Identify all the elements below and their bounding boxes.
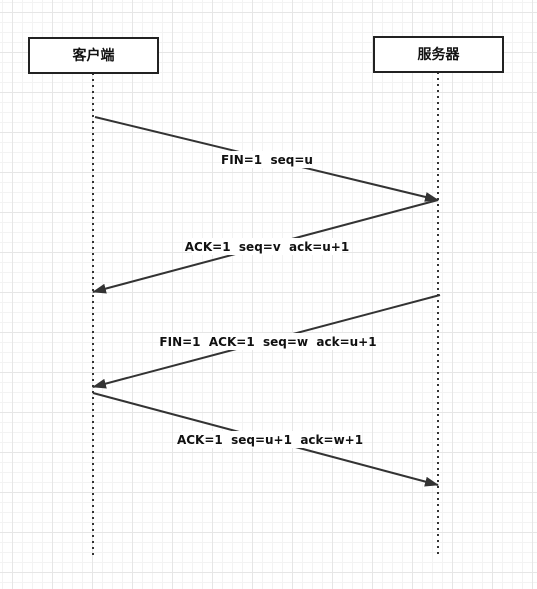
- message-ack: ACK=1 seq=v ack=u+1: [92, 199, 439, 294]
- message-fin-ack-label-bg: [170, 333, 366, 350]
- message-ack-label-bg: [192, 238, 342, 255]
- message-fin-label: FIN=1 seq=u: [221, 153, 313, 167]
- message-ack-label: ACK=1 seq=v ack=u+1: [185, 240, 349, 254]
- client-actor-box: [28, 37, 159, 74]
- message-fin-ack-label: FIN=1 ACK=1 seq=w ack=u+1: [159, 335, 376, 349]
- client-actor-label: 客户端: [72, 47, 115, 64]
- message-fin: FIN=1 seq=u: [94, 116, 439, 202]
- message-fin-ack: FIN=1 ACK=1 seq=w ack=u+1: [92, 294, 441, 389]
- message-final-ack-label-bg: [181, 431, 359, 448]
- message-fin-label-bg: [222, 151, 312, 168]
- server-actor: 服务器: [373, 36, 504, 73]
- server-actor-box: [373, 36, 504, 73]
- message-final-ack: ACK=1 seq=u+1 ack=w+1: [92, 392, 439, 487]
- server-actor-label: 服务器: [418, 46, 461, 63]
- message-final-ack-label: ACK=1 seq=u+1 ack=w+1: [177, 433, 363, 447]
- client-actor: 客户端: [28, 37, 159, 74]
